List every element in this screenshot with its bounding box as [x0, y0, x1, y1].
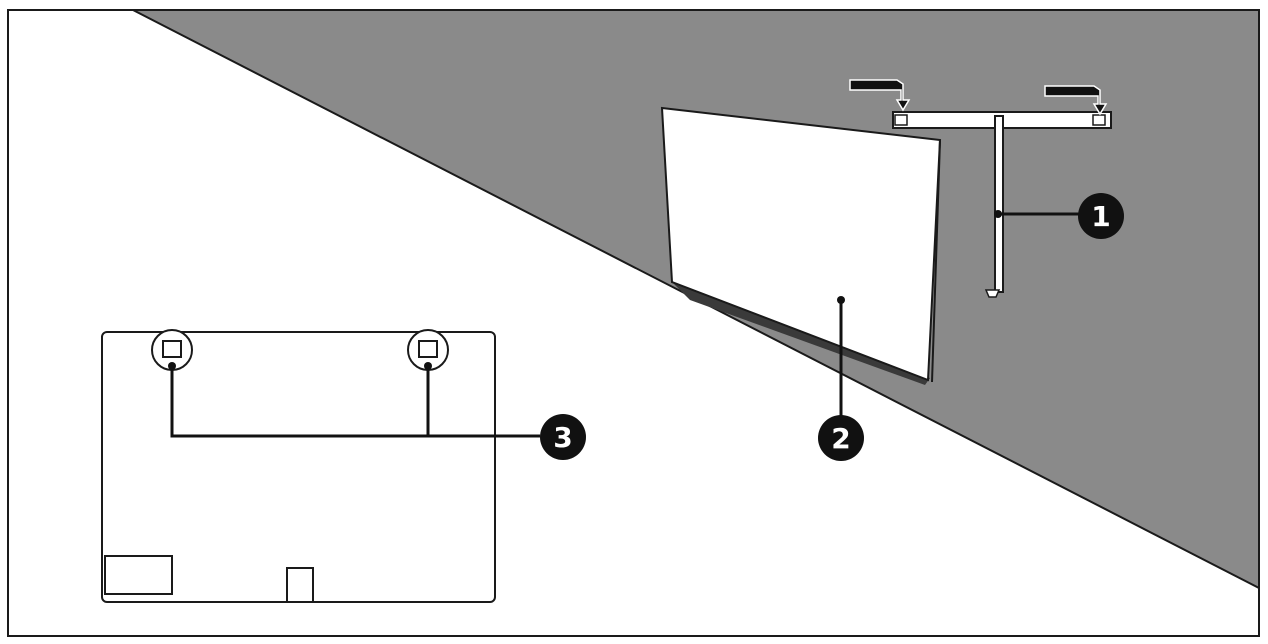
callout-3: 3: [540, 414, 586, 460]
wall-bracket: [892, 111, 1112, 298]
leader-lines: [170, 212, 1082, 438]
tv-panel-edge: [931, 139, 941, 383]
leader-dot-2: [837, 296, 845, 304]
leader-dot-3b: [424, 362, 432, 370]
callout-1-label: 1: [1091, 200, 1110, 233]
rear-connector-box: [104, 555, 173, 595]
callout-1: 1: [1078, 193, 1124, 239]
bracket-hook-right: [1092, 114, 1106, 126]
screw-down-arrow-icon: [849, 79, 911, 112]
rear-stand-slot: [286, 567, 314, 603]
screw-down-arrow-icon: [1044, 85, 1108, 116]
leader-dot-3a: [168, 362, 176, 370]
tv-panel: [660, 106, 942, 382]
callout-2-label: 2: [831, 422, 850, 455]
rear-mounting-hook-left: [151, 329, 193, 371]
leader-line-3: [170, 366, 540, 438]
bracket-hook-left: [894, 114, 908, 126]
rear-mounting-hook-right: [407, 329, 449, 371]
rear-panel-view: [101, 329, 496, 603]
callout-3-label: 3: [553, 421, 572, 454]
callout-2: 2: [818, 415, 864, 461]
leader-dot-1: [994, 210, 1002, 218]
